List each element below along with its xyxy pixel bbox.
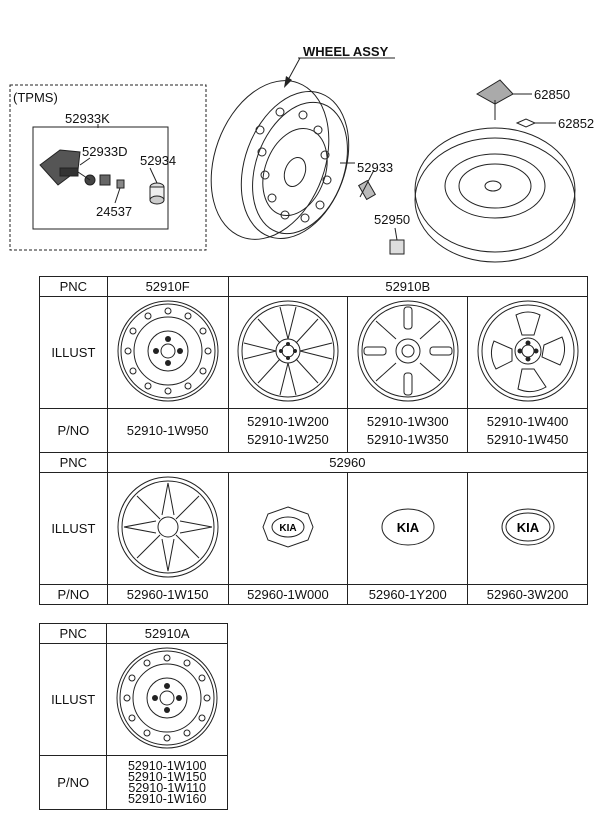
valve-cap-icon — [149, 182, 165, 205]
alloy-wheel-5-spoke-icon — [477, 300, 579, 402]
illust-cell: KIA — [227, 472, 349, 585]
steel-wheel-icon — [117, 300, 219, 402]
wheel-rim-icon — [210, 80, 350, 240]
wheel-cover-icon — [117, 476, 219, 578]
pnc-cell: 52960 — [106, 452, 589, 473]
kia-emblem-icon: KIA — [381, 508, 435, 546]
callout-52933: 52933 — [357, 160, 394, 175]
row-label-pnc: PNC — [39, 276, 108, 297]
callout-62852: 62852 — [558, 116, 595, 131]
spacer-icon — [515, 118, 556, 128]
tpms-sensor-icon — [39, 149, 125, 189]
pno-cell: 52960-1W000 — [227, 584, 349, 605]
illust-cell: KIA — [467, 472, 588, 585]
callout-52934: 52934 — [140, 153, 177, 168]
svg-text:KIA: KIA — [279, 523, 296, 534]
alloy-wheel-slot-icon — [357, 300, 459, 402]
kia-center-cap-icon: KIA — [262, 506, 314, 548]
pno-cell: 52960-1Y200 — [347, 584, 469, 605]
row-label-pnc: PNC — [38, 623, 108, 644]
tpms-dashed-box — [9, 84, 207, 251]
pnc-cell: 52910B — [227, 276, 589, 297]
pno-cell: 52910-1W100 52910-1W150 52910-1W110 5291… — [106, 755, 228, 810]
svg-text:KIA: KIA — [397, 520, 420, 535]
row-label-illust: ILLUST — [39, 472, 108, 585]
illust-cell — [227, 296, 349, 409]
illust-cell — [106, 472, 229, 585]
pno-cell: 52960-1W150 — [106, 584, 229, 605]
tpms-inner-box — [32, 126, 169, 230]
pnc-cell: 52910F — [106, 276, 229, 297]
illust-cell — [106, 643, 228, 756]
row-label-illust: ILLUST — [38, 643, 108, 756]
illust-cell — [106, 296, 229, 409]
row-label-pnc: PNC — [39, 452, 108, 473]
svg-text:KIA: KIA — [516, 520, 539, 535]
parts-table-section-1: PNC 52910F 52910B ILLUST — [39, 276, 589, 605]
pnc-cell: 52910A — [106, 623, 228, 644]
wheel-assy-label: WHEEL ASSY — [303, 44, 389, 59]
exploded-diagram — [9, 57, 576, 263]
lug-nut-icon — [389, 227, 405, 255]
callout-62850: 62850 — [534, 87, 571, 102]
callout-52933k: 52933K — [65, 111, 110, 126]
tpms-label: (TPMS) — [13, 90, 58, 105]
illust-cell: KIA — [347, 472, 469, 585]
steel-wheel-icon — [116, 647, 218, 749]
row-label-pno: P/NO — [38, 755, 108, 810]
kia-emblem-icon: KIA — [501, 508, 555, 546]
illust-cell — [347, 296, 469, 409]
row-label-pno: P/NO — [39, 408, 108, 453]
callout-52950: 52950 — [374, 212, 411, 227]
pno-cell: 52960-3W200 — [467, 584, 588, 605]
row-label-pno: P/NO — [39, 584, 108, 605]
callout-24537: 24537 — [96, 204, 133, 219]
valve-stem-icon — [357, 169, 377, 201]
hold-down-bolt-icon — [476, 79, 532, 120]
parts-table-section-3: PNC 52910A ILLUST P/NO 52910-1W100 52910… — [38, 623, 228, 810]
row-label-illust: ILLUST — [39, 296, 108, 409]
pno-cell: 52910-1W950 — [106, 408, 229, 453]
illust-cell — [467, 296, 588, 409]
callout-52933d: 52933D — [82, 144, 128, 159]
spare-tire-icon — [414, 127, 576, 263]
alloy-wheel-10-spoke-icon — [237, 300, 339, 402]
